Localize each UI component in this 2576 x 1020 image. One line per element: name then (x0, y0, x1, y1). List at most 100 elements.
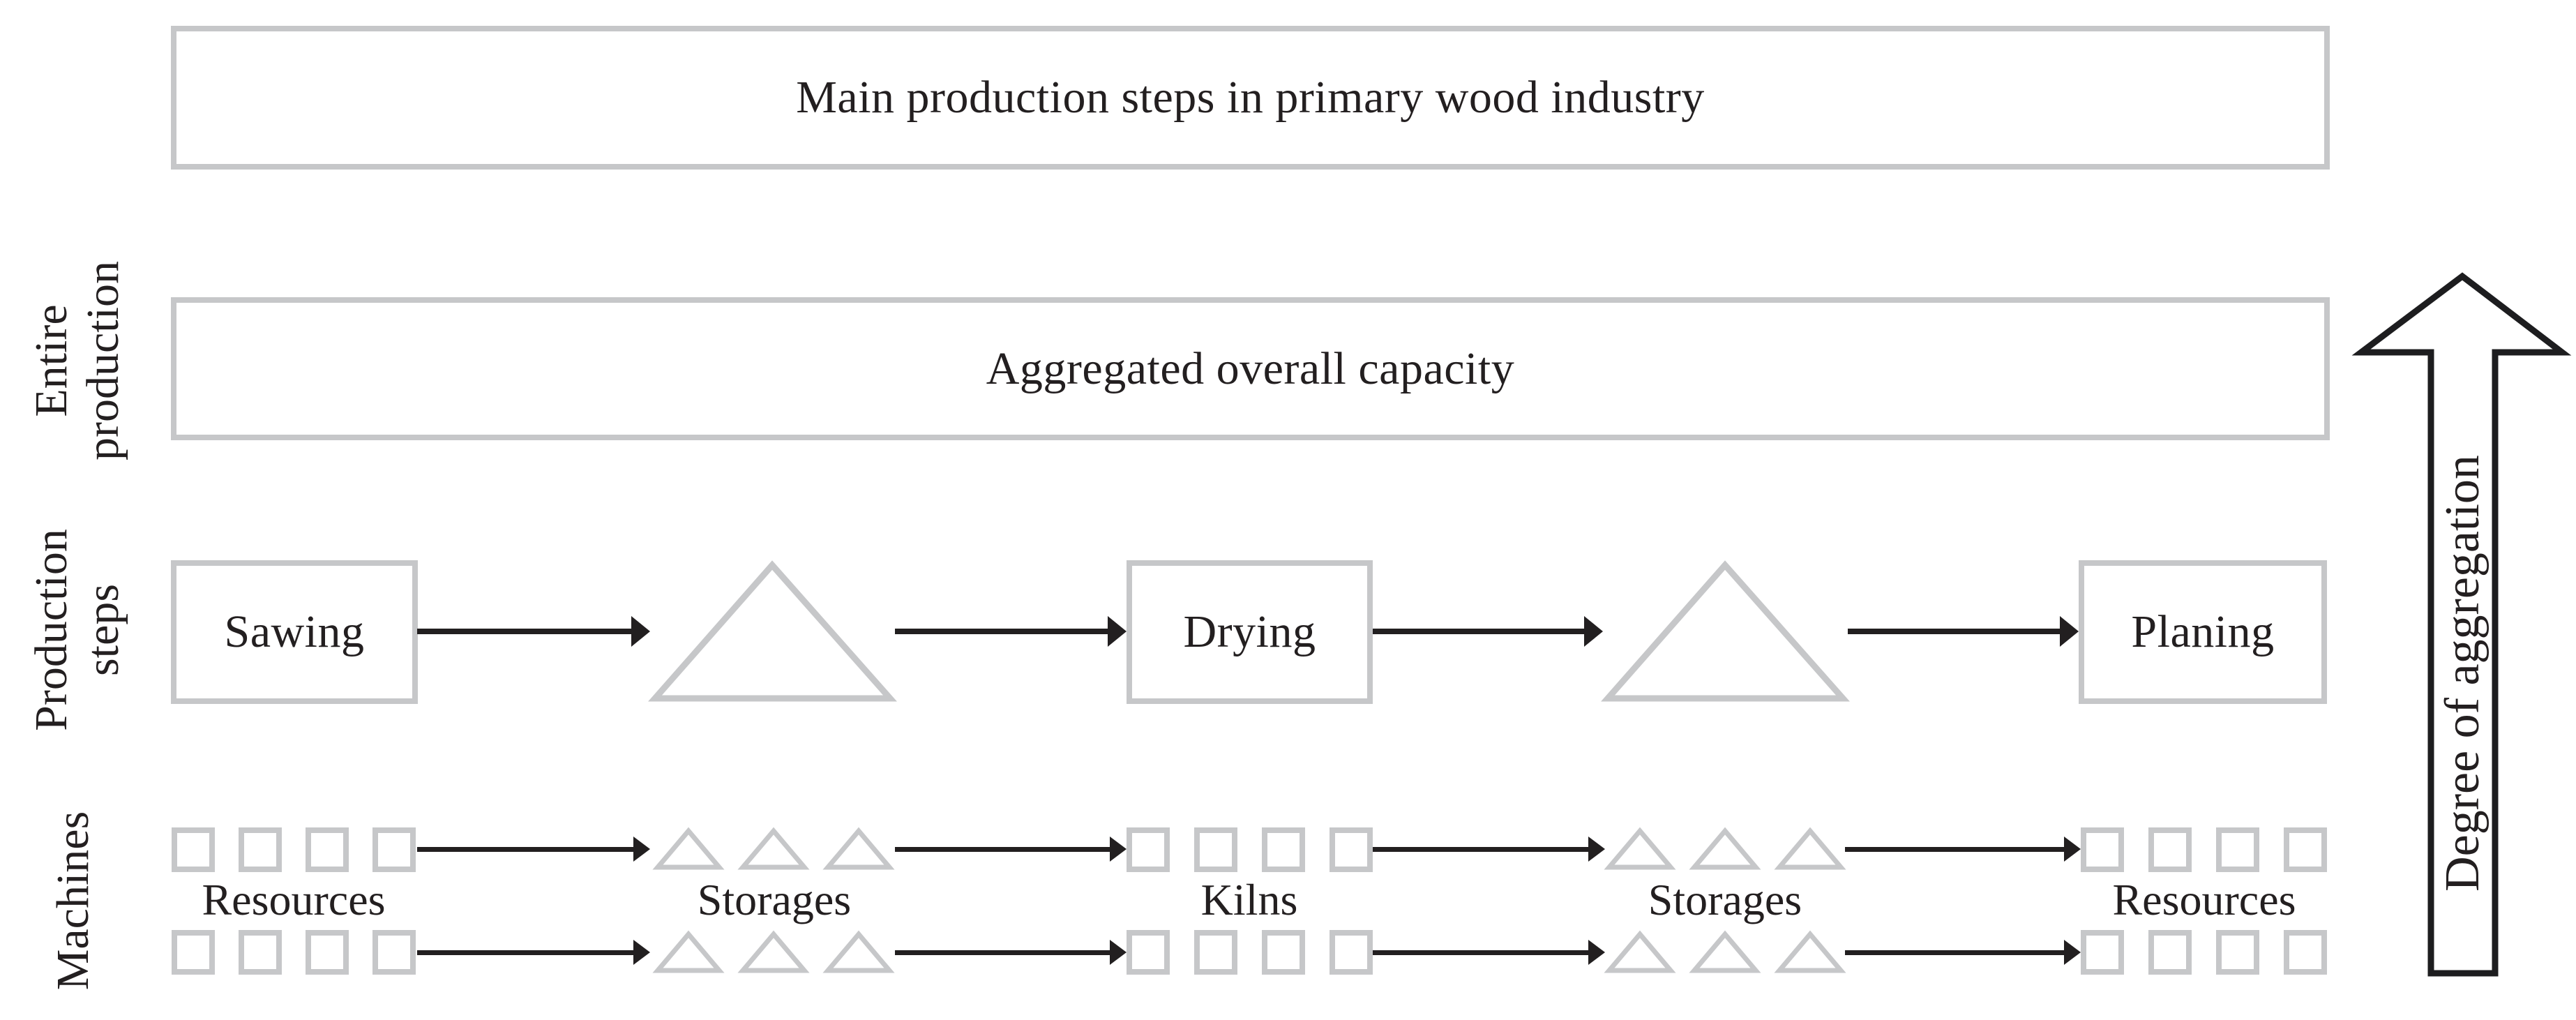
machine-flow-arrow (1845, 940, 2081, 965)
arrow-shaft (895, 950, 1113, 955)
flow-arrow-sawing-to-storage (417, 616, 650, 647)
drying-box: Drying (1127, 560, 1373, 704)
machine-flow-arrow (417, 837, 650, 862)
machine-square (2148, 930, 2192, 975)
arrow-shaft (895, 847, 1113, 852)
side-label-machines: Machines (47, 782, 99, 1019)
machine-square (2216, 827, 2259, 872)
aggregation-arrow (2351, 272, 2572, 977)
machine-square (239, 930, 282, 975)
storage-triangle-small (1689, 827, 1761, 870)
machine-flow-arrow (417, 940, 650, 965)
storage-triangle-small (737, 827, 810, 870)
flow-arrow-storage-to-planing (1848, 616, 2079, 647)
machine-square (306, 827, 349, 872)
arrowhead-icon (2064, 940, 2081, 965)
drying-text: Drying (1183, 606, 1316, 657)
storage-triangle-large-right-shape (1601, 560, 1850, 702)
side-label-production-line1: Production (26, 529, 77, 731)
arrowhead-icon (2060, 616, 2079, 647)
machine-flow-arrow (895, 837, 1127, 862)
label-resources-left: Resources (202, 875, 386, 924)
arrow-shaft (1373, 629, 1586, 634)
machine-flow-arrow (895, 940, 1127, 965)
storage-triangle-small (822, 827, 895, 870)
kiln-square (1194, 930, 1237, 975)
aggregated-capacity-text: Aggregated overall capacity (986, 343, 1515, 394)
machine-square (2081, 827, 2124, 872)
storage-triangle-small (1774, 930, 1846, 973)
machine-square (2081, 930, 2124, 975)
aggregated-capacity-box: Aggregated overall capacity (171, 297, 2330, 440)
label-storages-left: Storages (697, 875, 852, 924)
machine-flow-arrow (1845, 837, 2081, 862)
storage-triangle-large-left (648, 560, 897, 702)
kiln-square (1127, 827, 1170, 872)
machine-square (372, 930, 416, 975)
arrowhead-icon (1584, 616, 1603, 647)
arrowhead-icon (1588, 837, 1605, 862)
side-label-entire-line1: Entire (26, 304, 77, 417)
kiln-square (1330, 930, 1373, 975)
machine-flow-arrow (1373, 837, 1605, 862)
title-box: Main production steps in primary wood in… (171, 26, 2330, 170)
side-label-production-steps: Production steps (26, 490, 130, 770)
arrow-shaft (1845, 847, 2067, 852)
storage-triangle-small (652, 827, 725, 870)
machine-square (372, 827, 416, 872)
label-kilns: Kilns (1200, 875, 1298, 924)
arrow-shaft (417, 950, 636, 955)
machine-square (239, 827, 282, 872)
kiln-square (1330, 827, 1373, 872)
storage-triangle-small (1604, 827, 1676, 870)
sawing-text: Sawing (224, 606, 365, 657)
arrow-shaft (1373, 847, 1591, 852)
label-storages-right: Storages (1648, 875, 1802, 924)
flow-arrow-storage-to-drying (895, 616, 1127, 647)
arrow-shaft (1848, 629, 2062, 634)
arrowhead-icon (633, 837, 650, 862)
machine-square (306, 930, 349, 975)
arrowhead-icon (1110, 837, 1127, 862)
aggregation-arrow-shape (2351, 272, 2572, 977)
storage-triangle-large-right (1601, 560, 1850, 702)
machine-flow-arrow (1373, 940, 1605, 965)
storage-triangle-small (1774, 827, 1846, 870)
side-label-machines-text: Machines (47, 811, 98, 991)
arrowhead-icon (1108, 616, 1127, 647)
arrowhead-icon (1588, 940, 1605, 965)
kiln-square (1194, 827, 1237, 872)
machine-square (2284, 930, 2327, 975)
arrowhead-icon (633, 940, 650, 965)
planing-text: Planing (2131, 606, 2275, 657)
kiln-square (1262, 930, 1305, 975)
aggregation-arrow-label: Degree of aggregation (2436, 455, 2490, 892)
title-text: Main production steps in primary wood in… (796, 72, 1705, 123)
kiln-square (1262, 827, 1305, 872)
side-label-entire-production: Entire production (26, 221, 130, 500)
machine-square (2148, 827, 2192, 872)
storage-triangle-small (737, 930, 810, 973)
arrow-shaft (1373, 950, 1591, 955)
machine-square (2216, 930, 2259, 975)
storage-triangle-small (822, 930, 895, 973)
kiln-square (1127, 930, 1170, 975)
storage-triangle-small (1689, 930, 1761, 973)
machine-square (172, 930, 215, 975)
arrow-shaft (1845, 950, 2067, 955)
planing-box: Planing (2079, 560, 2327, 704)
arrowhead-icon (2064, 837, 2081, 862)
storage-triangle-small (652, 930, 725, 973)
storage-triangle-large-left-shape (648, 560, 897, 702)
sawing-box: Sawing (171, 560, 418, 704)
arrow-shaft (895, 629, 1110, 634)
flow-arrow-drying-to-storage (1373, 616, 1603, 647)
arrowhead-icon (1110, 940, 1127, 965)
machine-square (172, 827, 215, 872)
arrow-shaft (417, 847, 636, 852)
arrowhead-icon (631, 616, 650, 647)
side-label-entire-line2: production (77, 261, 128, 460)
storage-triangle-small (1604, 930, 1676, 973)
machine-square (2284, 827, 2327, 872)
